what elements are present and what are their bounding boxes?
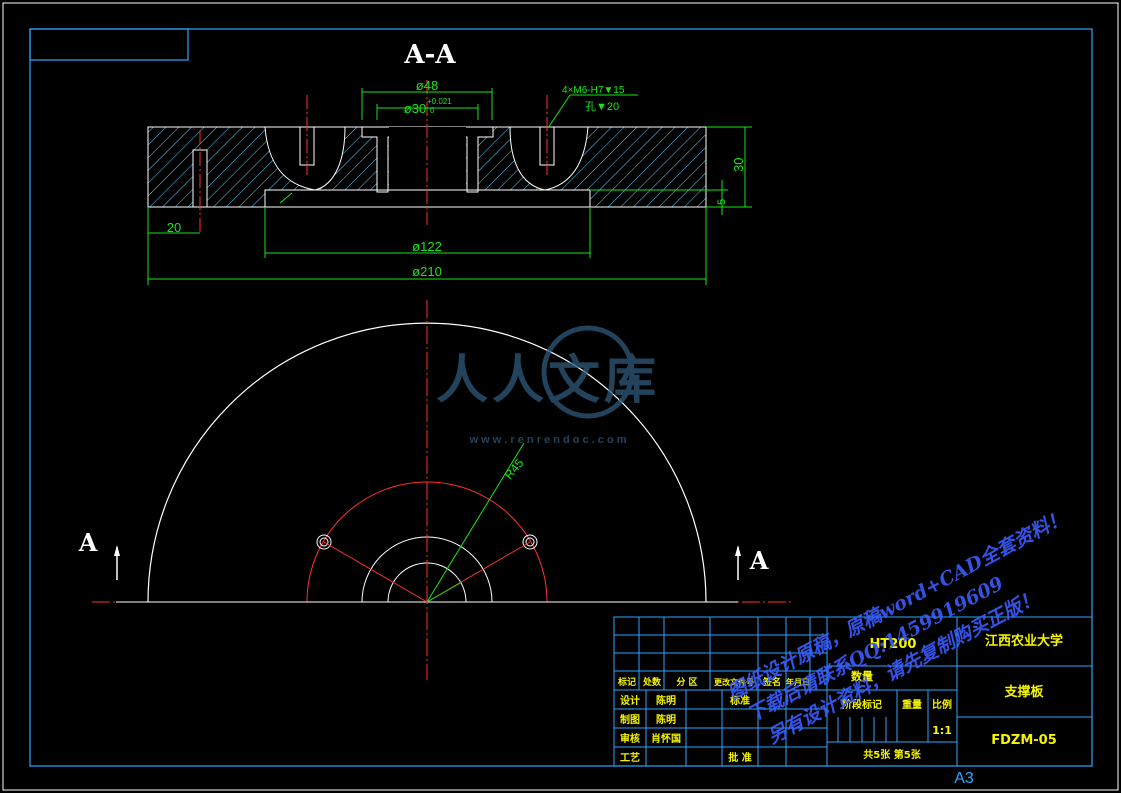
row-label-3: 更改文件号: [714, 677, 754, 687]
top-view: [92, 300, 792, 680]
process-label: 工艺: [620, 751, 640, 764]
thread-note: 4×M6-H7▼15: [562, 85, 625, 96]
section-marker-right: A: [749, 546, 769, 575]
dim-d30: ø30: [404, 101, 426, 116]
sheet-count: 共5张 第5张: [863, 748, 921, 761]
qty-label: 数量: [851, 669, 873, 683]
dim-d48: ø48: [416, 78, 438, 93]
renrendoc-watermark: 人人文库 w w w . r e n r e n d o c . c o m: [436, 325, 660, 446]
row-label-4: 签名: [762, 676, 781, 688]
row-label-2: 分 区: [676, 676, 697, 688]
watermark-brand: 人人文库: [436, 350, 660, 411]
drawing-frame: [29, 28, 1093, 767]
row-label-1: 处数: [642, 676, 662, 688]
check-label: 审核: [620, 732, 640, 745]
approve-label: 批 准: [728, 751, 751, 764]
sheet-size-label: A3: [954, 770, 974, 787]
draw-label: 制图: [620, 713, 640, 726]
section-marker-left: A: [78, 528, 98, 557]
dimension-lines: [147, 88, 752, 285]
design-name: 陈明: [656, 694, 676, 707]
title-block-grid: [613, 616, 1093, 767]
dim-h5: 5: [716, 199, 728, 205]
row-label-5: 年月日: [786, 677, 810, 687]
draw-name: 陈明: [656, 713, 676, 726]
weight-label: 重量: [902, 698, 922, 711]
scale-value: 1:1: [932, 724, 952, 737]
check-name: 肖怀国: [651, 732, 681, 745]
row-label-0: 标记: [617, 676, 636, 688]
material-value: HT200: [870, 637, 917, 652]
section-view: [147, 80, 707, 235]
school-name: 江西农业大学: [985, 633, 1063, 649]
dim-d30-tol: +0.021: [427, 97, 452, 106]
dim-d30-tol-low: 0: [430, 106, 435, 115]
code-box: [29, 28, 189, 61]
title-block-texts: HT200 数量 阶段标记 重量 比例 1:1 共5张 第5张 江西农业大学 支…: [617, 633, 1063, 764]
dim-d210: ø210: [412, 264, 442, 279]
scale-label: 比例: [932, 698, 952, 711]
watermark-url: w w w . r e n r e n d o c . c o m: [468, 434, 626, 446]
watermark-logo-icon: [541, 325, 635, 419]
section-title: A-A: [403, 40, 456, 70]
drawing-number: FDZM-05: [991, 733, 1057, 748]
hole-note: 孔▼20: [585, 100, 619, 113]
design-label: 设计: [620, 694, 640, 707]
part-name: 支撑板: [1003, 684, 1044, 700]
dim-d122: ø122: [412, 239, 442, 254]
dim-w20: 20: [167, 220, 181, 235]
std-label: 标准: [729, 694, 750, 707]
dim-h30: 30: [731, 158, 746, 172]
stage-label: 阶段标记: [842, 698, 882, 711]
